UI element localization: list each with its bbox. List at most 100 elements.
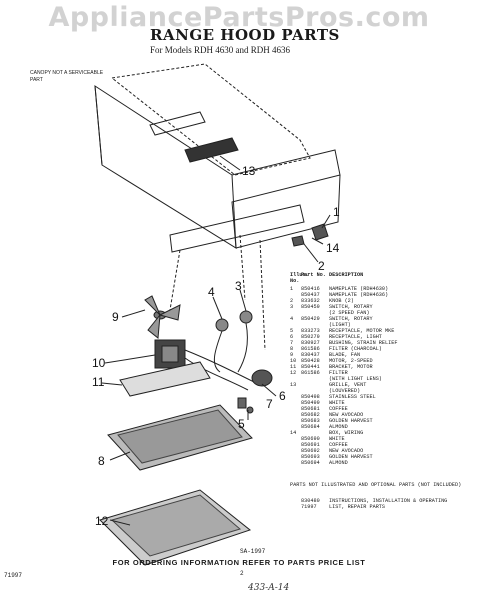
canopy-outline [110,63,311,176]
part-number: 850429 [301,316,320,322]
callout-labels: 13 1 14 2 9 4 3 10 11 6 7 5 8 12 [92,164,340,528]
canopy-note: CANOPY NOT A SERVICEABLE PART [30,70,104,83]
extra-parts-list: 830480 INSTRUCTIONS, INSTALLATION & OPERA… [290,498,470,510]
part-description: NAMEPLATE (RDH4636) [329,292,389,298]
callout: 4 [208,285,215,299]
part-illus-number: 8 [290,346,294,352]
page-number: 2 [240,570,244,577]
part-description: SWITCH, ROTARY [329,316,373,322]
callout: 14 [326,241,340,255]
part-description: COFFEE [329,406,348,412]
part-description: BLADE, FAN [329,352,361,358]
part-description: BOX, WIRING [329,430,364,436]
part-illus-number [290,504,301,510]
parts-row: (LOUVERED) [290,388,470,394]
header-desc: DESCRIPTION [329,272,364,278]
vent-grille [184,137,239,163]
fan-blade [144,295,181,339]
part-number: 850690 [301,436,320,442]
part-number: 850499 [301,400,320,406]
parts-row: 850690 WHITE [290,436,470,442]
part-number: 850681 [301,406,320,412]
parts-row: (WITH LIGHT LENS) [290,376,470,382]
callout: 11 [92,375,105,389]
motor-bracket [119,361,211,397]
part-description: MOTOR, 2-SPEED [329,358,373,364]
part-illus-number: 4 [290,316,294,322]
part-illus-number: 1 [290,286,294,292]
part-description: (WITH LIGHT LENS) [329,376,382,382]
header-illus: Illus. No. [290,272,309,284]
part-number: 861586 [301,370,320,376]
part-description: RECEPTACLE, LIGHT [329,334,382,340]
callout: 1 [333,205,340,219]
part-description: NEW AVOCADO [329,448,364,454]
parts-note: PARTS NOT ILLUSTRATED AND OPTIONAL PARTS… [290,482,462,488]
part-number: 850441 [301,364,320,370]
part-description: GRILLE, VENT [329,382,367,388]
part-number: 71997 [301,504,317,510]
part-number: 850693 [301,454,320,460]
part-number: 830437 [301,352,320,358]
part-description: (LOUVERED) [329,388,361,394]
part-description: GOLDEN HARVEST [329,454,373,460]
callout: 8 [98,454,105,468]
part-illus-number: 2 [290,298,294,304]
hood-body [94,85,341,249]
part-description: SWITCH, ROTARY [329,304,373,310]
part-number: 850691 [301,442,320,448]
part-number: 830480 [301,498,320,504]
part-description: WHITE [329,400,345,406]
part-illus-number: 5 [290,328,294,334]
part-description: WHITE [329,436,345,442]
callout: 3 [235,279,242,293]
part-illus-number: 11 [290,364,297,370]
part-description: FILTER (CHARCOAL) [329,346,382,352]
parts-row: 850499 WHITE [290,400,470,406]
callout: 7 [266,397,273,411]
part-number: 833273 [301,328,320,334]
handwritten-note: 433-A-14 [248,583,290,593]
part-number: 830927 [301,340,320,346]
callout: 2 [318,259,325,273]
light-lens-filter [99,489,252,566]
part-number: 850682 [301,412,320,418]
parts-header: Illus. No. Part No. DESCRIPTION [290,272,470,284]
parts-row: (LIGHT) [290,322,470,328]
part-description: INSTRUCTIONS, INSTALLATION & OPERATING [329,498,448,504]
parts-row: 850691 COFFEE [290,442,470,448]
callout: 9 [112,310,119,324]
watermark: AppliancePartsPros.com [48,2,430,33]
part-number: 833632 [301,298,320,304]
part-illus-number: 7 [290,340,294,346]
part-description: RECEPTACLE, MOTOR MKE [329,328,395,334]
callout: 5 [238,417,245,431]
parts-row: (2 SPEED FAN) [290,310,470,316]
page-title: RANGE HOOD PARTS [150,26,340,44]
motor [154,339,261,391]
part-illus-number: 3 [290,304,294,310]
part-description: FILTER [329,370,348,376]
header-part: Part No. [301,272,326,278]
part-number: 861586 [301,346,320,352]
parts-row: 5 833273 RECEPTACLE, MOTOR MKE [290,328,470,334]
part-description: (2 SPEED FAN) [329,310,370,316]
footer-note: FOR ORDERING INFORMATION REFER TO PARTS … [112,558,366,567]
page-subtitle: For Models RDH 4630 and RDH 4636 [150,45,291,55]
callout: 12 [95,514,109,528]
part-description: COFFEE [329,442,348,448]
part-description: (LIGHT) [329,322,351,328]
part-description: KNOB (2) [329,298,354,304]
